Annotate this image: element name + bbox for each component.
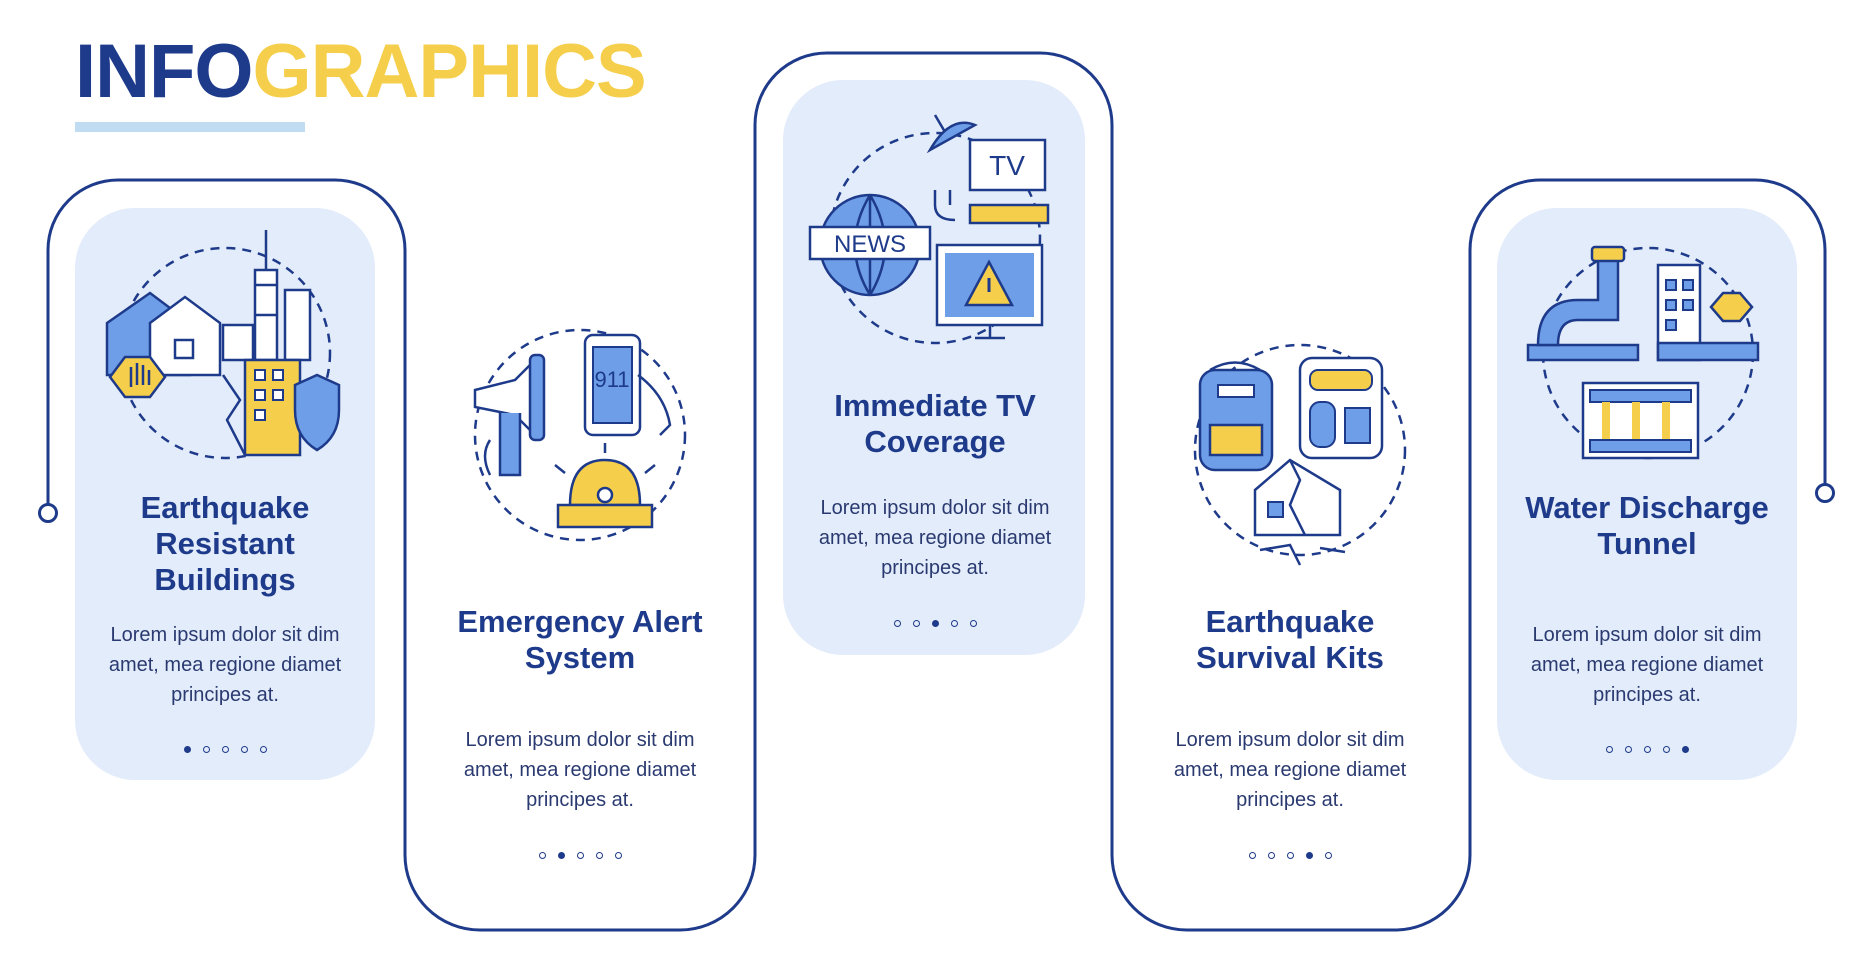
- card-dots-1: [95, 746, 355, 753]
- phone-911-label: 911: [594, 367, 629, 392]
- pagination-dot-active: [1305, 852, 1313, 859]
- buildings-icon: [105, 230, 341, 460]
- card-title-2: Emergency Alert System: [457, 604, 703, 675]
- pagination-dot: [538, 852, 546, 859]
- pagination-dot: [1267, 852, 1275, 859]
- card-desc-5: Lorem ipsum dolor sit dim amet, mea regi…: [1530, 624, 1764, 706]
- card-dots-3: [805, 620, 1065, 627]
- pagination-dot: [202, 746, 210, 753]
- pagination-dot-active: [931, 620, 939, 627]
- pagination-dot: [950, 620, 958, 627]
- alert-system-icon: 911: [473, 328, 687, 542]
- card-title-3: Immediate TV Coverage: [834, 388, 1036, 459]
- card-desc-3: Lorem ipsum dolor sit dim amet, mea regi…: [818, 497, 1052, 579]
- card-desc-2: Lorem ipsum dolor sit dim amet, mea regi…: [463, 729, 697, 811]
- pagination-dot: [1605, 746, 1613, 753]
- card-title-5: Water Discharge Tunnel: [1525, 490, 1769, 561]
- end-node: [1815, 483, 1835, 503]
- card-dots-4: [1160, 852, 1420, 859]
- pagination-dot: [614, 852, 622, 859]
- title-part-graphics: GRAPHICS: [252, 29, 647, 114]
- pagination-dot: [1662, 746, 1670, 753]
- tv-label: TV: [989, 150, 1025, 181]
- title-part-info: INFO: [75, 29, 254, 114]
- card-title-4: Earthquake Survival Kits: [1196, 604, 1384, 675]
- start-node: [38, 503, 58, 523]
- pagination-dot: [1248, 852, 1256, 859]
- tv-news-icon: NEWS TV: [808, 114, 1050, 345]
- news-label: NEWS: [834, 231, 906, 258]
- pagination-dot-active: [183, 746, 191, 753]
- pagination-dot-active: [1681, 746, 1689, 753]
- pagination-dot: [221, 746, 229, 753]
- title-underline: [75, 122, 305, 132]
- pagination-dot: [595, 852, 603, 859]
- pagination-dot: [259, 746, 267, 753]
- pagination-dot: [912, 620, 920, 627]
- infographics-title: INFOGRAPHICS: [75, 34, 647, 110]
- card-dots-2: [450, 852, 710, 859]
- card-title-1: Earthquake Resistant Buildings: [140, 490, 310, 597]
- card-desc-4: Lorem ipsum dolor sit dim amet, mea regi…: [1173, 729, 1407, 811]
- pagination-dot: [893, 620, 901, 627]
- survival-kit-icon: [1193, 343, 1407, 566]
- pagination-dot: [240, 746, 248, 753]
- card-panel-1: [75, 208, 375, 780]
- card-desc-1: Lorem ipsum dolor sit dim amet, mea regi…: [108, 624, 342, 706]
- pagination-dot: [969, 620, 977, 627]
- pagination-dot: [1624, 746, 1632, 753]
- pagination-dot-active: [557, 852, 565, 859]
- pagination-dot: [1643, 746, 1651, 753]
- pagination-dot: [1324, 852, 1332, 859]
- pagination-dot: [1286, 852, 1294, 859]
- pagination-dot: [576, 852, 584, 859]
- card-dots-5: [1517, 746, 1777, 753]
- water-tunnel-icon: [1526, 245, 1760, 460]
